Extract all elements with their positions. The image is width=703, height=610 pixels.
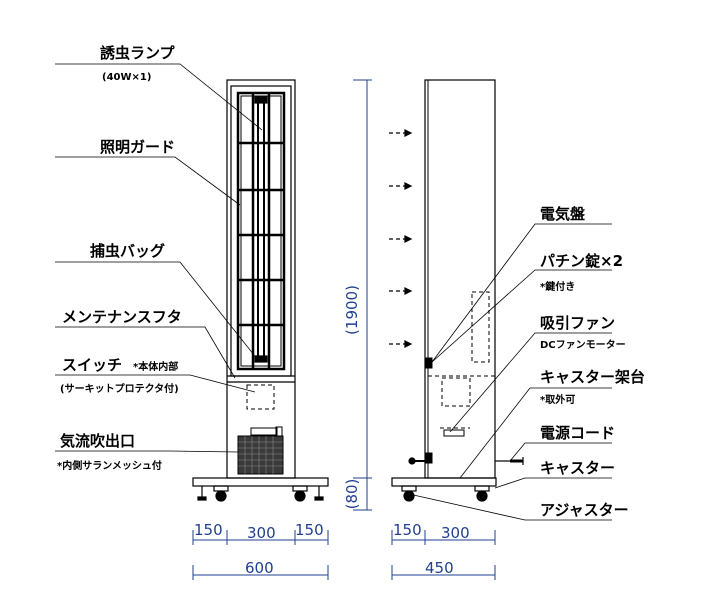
dim-front-total: 600: [245, 559, 274, 577]
air-outlet: [237, 435, 284, 475]
electric-panel: [471, 291, 490, 363]
label-switch: スイッチ: [62, 356, 122, 374]
dim-side-w2: 300: [441, 524, 470, 542]
label-vent: 気流吹出口: [60, 432, 135, 450]
dim-height-base: (80): [343, 479, 361, 510]
side-view: [391, 79, 524, 502]
dim-height-main: (1900): [343, 285, 361, 335]
side-caster-frame: [391, 477, 497, 487]
switch-box: [246, 384, 275, 410]
label-bag: 捕虫バッグ: [90, 242, 165, 260]
front-caster-frame: [192, 477, 329, 487]
label-caster-frame: キャスター架台: [540, 368, 645, 386]
label-caster: キャスター: [540, 459, 615, 477]
dim-front-w3: 150: [295, 521, 324, 539]
label-lamp-note: (40W×1): [102, 72, 151, 83]
side-body: [424, 79, 496, 479]
label-switch-note1: *本体内部: [133, 360, 178, 373]
label-guard: 照明ガード: [100, 138, 175, 156]
dim-front-w2: 300: [247, 524, 276, 542]
label-cord: 電源コード: [540, 424, 615, 442]
label-lamp: 誘虫ランプ: [100, 44, 176, 62]
lighting-guard: [236, 91, 286, 371]
label-adjuster: アジャスター: [540, 501, 629, 519]
label-panel: 電気盤: [540, 205, 586, 223]
label-cover: メンテナンスフタ: [62, 308, 182, 326]
front-view: [192, 79, 329, 502]
dim-side-total: 450: [425, 559, 454, 577]
label-latch-note: *鍵付き: [540, 280, 575, 293]
label-latch: パチン錠×2: [540, 252, 623, 270]
fan-box: [441, 377, 471, 407]
dimension-lines: [192, 79, 496, 580]
label-switch-note2: (サーキットプロテクタ付): [60, 382, 179, 395]
airflow-arrows: [389, 129, 413, 348]
dim-side-w1: 150: [393, 521, 422, 539]
dim-front-w1: 150: [194, 521, 223, 539]
label-caster-frame-note: *取外可: [540, 393, 575, 406]
label-fan: 吸引ファン: [540, 314, 615, 332]
label-fan-note: DCファンモーター: [540, 339, 626, 351]
label-vent-note: *内側サランメッシュ付: [57, 459, 162, 472]
leader-lines: [55, 63, 612, 521]
